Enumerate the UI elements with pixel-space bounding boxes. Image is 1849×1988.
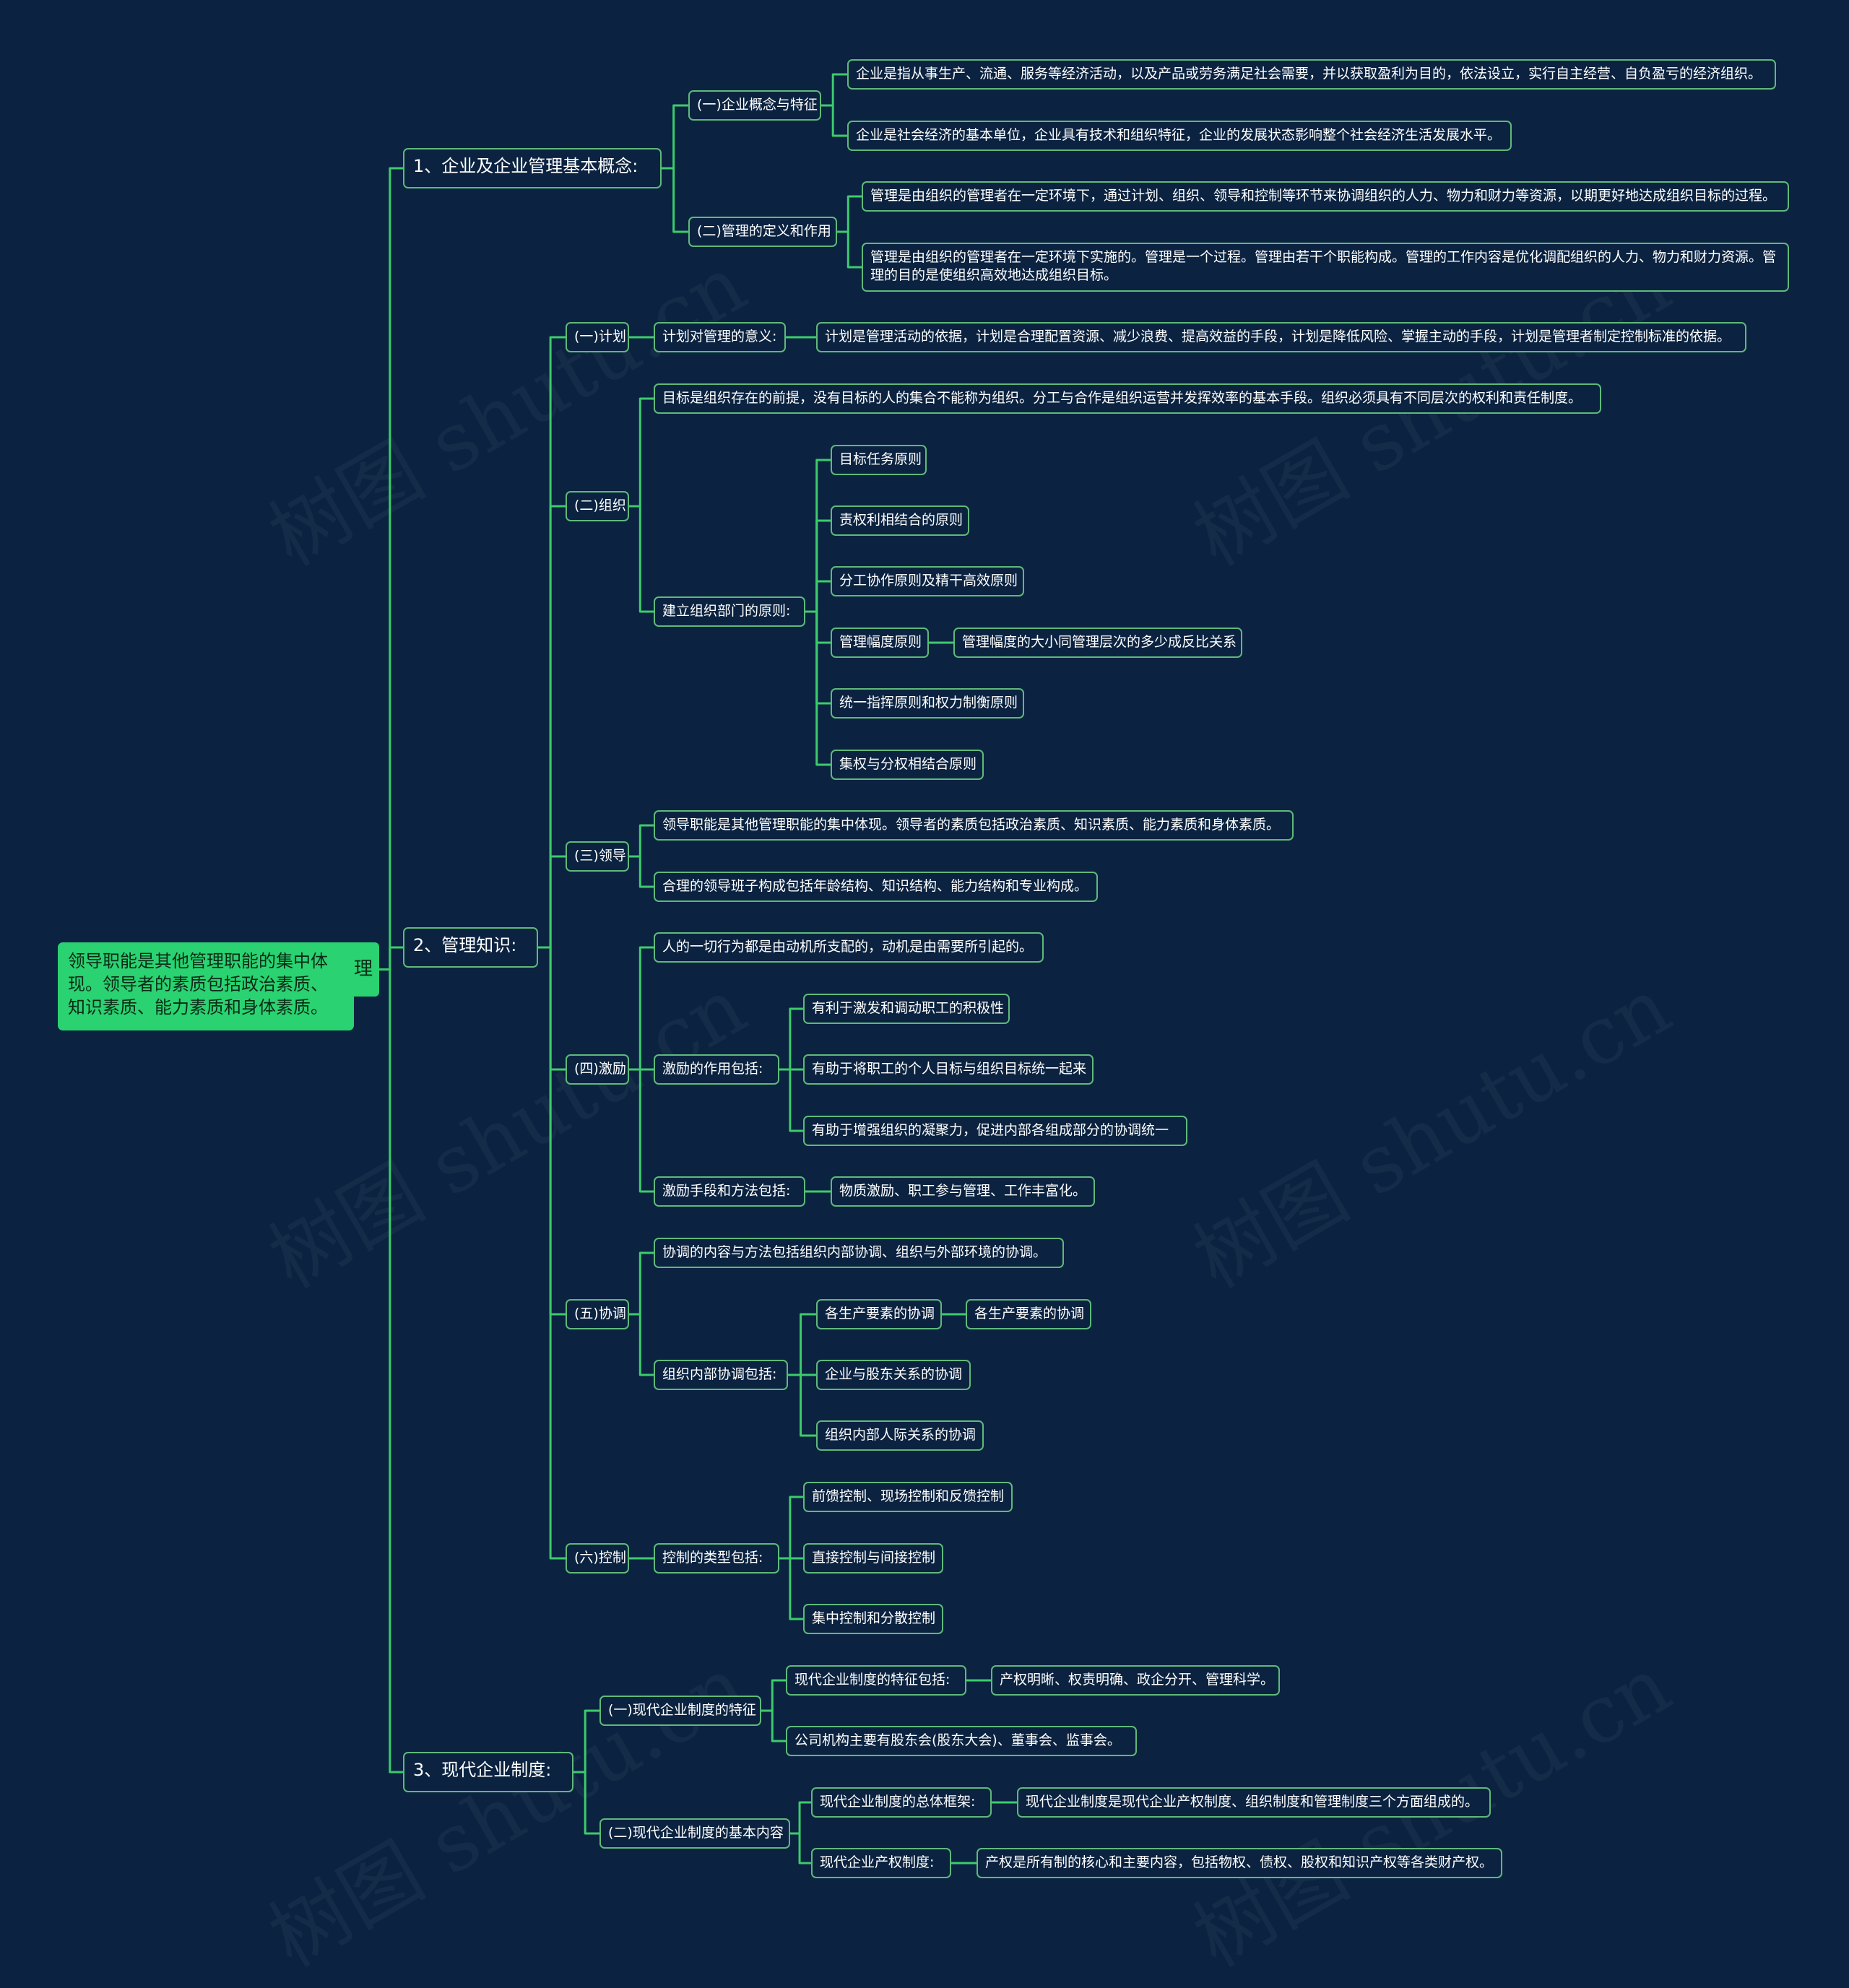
connector-line — [821, 104, 847, 137]
leaf-production-factors-detail[interactable]: 各生产要素的协调 — [966, 1299, 1091, 1329]
topic-modern-system-features[interactable]: (一)现代企业制度的特征 — [599, 1696, 761, 1726]
leaf-planning-basis[interactable]: 计划是管理活动的依据，计划是合理配置资源、减少浪费、提高效益的手段，计划是降低风… — [816, 322, 1746, 352]
topic-motivating[interactable]: (四)激励 — [566, 1054, 629, 1085]
leaf-organization-goal[interactable]: 目标是组织存在的前提，没有目标的人的集合不能称为组织。分工与合作是组织运营并发挥… — [654, 383, 1601, 414]
leaf-control-direct[interactable]: 直接控制与间接控制 — [803, 1543, 943, 1574]
connector-line — [821, 73, 847, 107]
connector-line — [788, 1313, 816, 1376]
connector-line — [805, 610, 831, 705]
leaf-production-factors[interactable]: 各生产要素的协调 — [816, 1299, 942, 1329]
connector-line — [629, 824, 654, 858]
leaf-shareholder-relation[interactable]: 企业与股东关系的协调 — [816, 1360, 971, 1390]
connector-line — [779, 1007, 803, 1071]
leaf-management-implementation[interactable]: 管理是由组织的管理者在一定环境下实施的。管理是一个过程。管理由若干个职能构成。管… — [862, 243, 1789, 292]
section-modern-enterprise-system[interactable]: 3、现代企业制度: — [403, 1752, 573, 1792]
leaf-control-feedforward[interactable]: 前馈控制、现场控制和反馈控制 — [803, 1482, 1013, 1512]
leaf-interpersonal-relation[interactable]: 组织内部人际关系的协调 — [816, 1420, 984, 1451]
connector-line — [629, 1251, 654, 1316]
connector-line — [538, 946, 566, 1071]
connector-line — [790, 1801, 811, 1835]
topic-coordinating[interactable]: (五)协调 — [566, 1299, 629, 1329]
mind-map-canvas: 树图 shutu.cn 树图 shutu.cn 树图 shutu.cn 树图 s… — [58, 59, 1789, 1984]
topic-enterprise-concept[interactable]: (一)企业概念与特征 — [688, 90, 821, 121]
leaf-principle-responsibility[interactable]: 责权利相结合的原则 — [831, 505, 969, 536]
connector-line — [837, 230, 862, 269]
connector-line — [837, 195, 862, 233]
item-motivation-methods[interactable]: 激励手段和方法包括: — [654, 1176, 805, 1207]
connector-line — [788, 1373, 816, 1437]
connector-line — [629, 1313, 654, 1376]
leaf-coordination-content[interactable]: 协调的内容与方法包括组织内部协调、组织与外部环境的协调。 — [654, 1238, 1064, 1268]
connector-line — [779, 1068, 803, 1132]
leaf-company-structure[interactable]: 公司机构主要有股东会(股东大会)、董事会、监事会。 — [786, 1726, 1137, 1756]
topic-organizing[interactable]: (二)组织 — [566, 491, 629, 521]
leaf-principle-division[interactable]: 分工协作原则及精干高效原则 — [831, 566, 1024, 596]
connector-line — [629, 946, 654, 1071]
section-management-knowledge[interactable]: 2、管理知识: — [403, 927, 538, 968]
leaf-principle-goal-task[interactable]: 目标任务原则 — [831, 445, 927, 475]
leaf-leadership-team[interactable]: 合理的领导班子构成包括年龄结构、知识结构、能力结构和专业构成。 — [654, 872, 1098, 902]
connector-line — [790, 1832, 811, 1865]
leaf-behavior-motive[interactable]: 人的一切行为都是由动机所支配的，动机是由需要所引起的。 — [654, 932, 1044, 963]
connector-line — [629, 397, 654, 508]
leaf-overall-framework[interactable]: 现代企业制度是现代企业产权制度、组织制度和管理制度三个方面组成的。 — [1017, 1787, 1491, 1818]
connector-line — [805, 610, 831, 766]
connector-line — [538, 855, 566, 949]
connector-line — [379, 946, 403, 971]
leaf-span-relation[interactable]: 管理幅度的大小同管理层次的多少成反比关系 — [953, 628, 1242, 658]
item-motivation-effects[interactable]: 激励的作用包括: — [654, 1054, 779, 1085]
connector-line — [538, 946, 566, 1316]
connector-line — [629, 1068, 654, 1193]
leaf-principle-centralization[interactable]: 集权与分权相结合原则 — [831, 750, 984, 780]
connector-lines — [379, 73, 1017, 1865]
connector-line — [662, 104, 688, 170]
topic-modern-system-content[interactable]: (二)现代企业制度的基本内容 — [599, 1818, 790, 1849]
connector-line — [629, 505, 654, 613]
leaf-enterprise-definition[interactable]: 企业是指从事生产、流通、服务等经济活动，以及产品或劳务满足社会需要，并以获取盈利… — [847, 59, 1776, 90]
item-internal-coordination[interactable]: 组织内部协调包括: — [654, 1360, 788, 1390]
leaf-effect-goal-unity[interactable]: 有助于将职工的个人目标与组织目标统一起来 — [803, 1054, 1094, 1085]
leaf-leadership-core[interactable]: 领导职能是其他管理职能的集中体现。领导者的素质包括政治素质、知识素质、能力素质和… — [654, 810, 1294, 841]
item-control-types[interactable]: 控制的类型包括: — [654, 1543, 779, 1574]
leaf-enterprise-basic-unit[interactable]: 企业是社会经济的基本单位，企业具有技术和组织特征，企业的发展状态影响整个社会经济… — [847, 121, 1512, 151]
connector-line — [805, 519, 831, 613]
leaf-property-rights[interactable]: 产权是所有制的核心和主要内容，包括物权、债权、股权和知识产权等各类财产权。 — [977, 1848, 1502, 1878]
topic-management-definition[interactable]: (二)管理的定义和作用 — [688, 217, 837, 247]
leaf-motivation-methods[interactable]: 物质激励、职工参与管理、工作丰富化。 — [831, 1176, 1095, 1207]
leaf-control-centralized[interactable]: 集中控制和分散控制 — [803, 1604, 943, 1634]
connector-line — [662, 167, 688, 233]
connector-line — [379, 167, 403, 971]
connector-line — [629, 855, 654, 888]
connector-line — [379, 968, 403, 1774]
leaf-management-process[interactable]: 管理是由组织的管理者在一定环境下，通过计划、组织、领导和控制等环节来协调组织的人… — [862, 181, 1789, 212]
item-overall-framework[interactable]: 现代企业制度的总体框架: — [811, 1787, 992, 1818]
topic-controlling[interactable]: (六)控制 — [566, 1543, 629, 1574]
connector-line — [538, 946, 566, 1560]
leaf-effect-enthusiasm[interactable]: 有利于激发和调动职工的积极性 — [803, 994, 1010, 1024]
item-planning-significance[interactable]: 计划对管理的意义: — [654, 322, 786, 352]
connector-line — [761, 1679, 786, 1712]
item-property-rights-system[interactable]: 现代企业产权制度: — [811, 1848, 951, 1878]
connector-line — [573, 1709, 599, 1774]
leaf-principle-span[interactable]: 管理幅度原则 — [831, 628, 929, 658]
topic-leading[interactable]: (三)领导 — [566, 841, 629, 872]
connector-line — [805, 459, 831, 613]
leaf-principle-command[interactable]: 统一指挥原则和权力制衡原则 — [831, 688, 1024, 719]
connector-line — [538, 505, 566, 949]
root-node[interactable]: 领导职能是其他管理职能的集中体现。领导者的素质包括政治素质、知识素质、能力素质和… — [58, 942, 354, 1030]
section-enterprise-concepts[interactable]: 1、企业及企业管理基本概念: — [403, 148, 662, 188]
connector-line — [805, 610, 831, 644]
connector-line — [779, 1496, 803, 1560]
connector-line — [761, 1709, 786, 1742]
topic-planning[interactable]: (一)计划 — [566, 322, 629, 352]
item-feature-list[interactable]: 现代企业制度的特征包括: — [786, 1665, 966, 1696]
connector-line — [573, 1771, 599, 1835]
item-department-principles[interactable]: 建立组织部门的原则: — [654, 596, 805, 627]
connector-line — [805, 580, 831, 613]
leaf-feature-list[interactable]: 产权明晰、权责明确、政企分开、管理科学。 — [991, 1665, 1280, 1696]
connector-line — [779, 1557, 803, 1620]
leaf-effect-cohesion[interactable]: 有助于增强组织的凝聚力，促进内部各组成部分的协调统一 — [803, 1116, 1187, 1146]
